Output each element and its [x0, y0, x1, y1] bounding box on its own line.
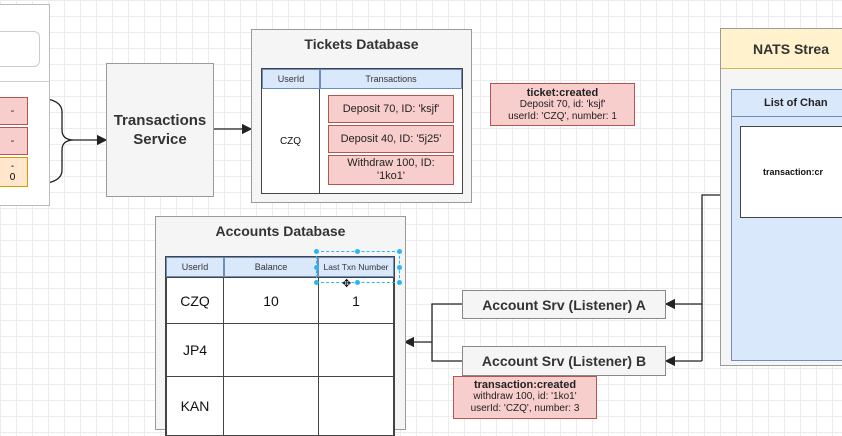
resize-handle[interactable] [355, 249, 360, 254]
accounts-database[interactable]: Accounts Database UserId Balance Last Tx… [155, 216, 406, 436]
accounts-db-title: Accounts Database [215, 223, 346, 239]
account-row-1-user: CZQ [166, 277, 224, 324]
nats-streaming-server[interactable]: NATS Strea List of Chan transaction:cr [720, 28, 842, 366]
resize-handle[interactable] [314, 265, 319, 270]
listener-a-label: Account Srv (Listener) A [482, 296, 646, 313]
ticket-event-line2: userId: 'CZQ', number: 1 [508, 111, 617, 122]
resize-handle[interactable] [314, 249, 319, 254]
resize-handle[interactable] [397, 265, 402, 270]
nats-header: NATS Strea [721, 29, 842, 69]
accounts-col-userid: UserId [166, 257, 224, 277]
account-row-3-last [318, 376, 394, 436]
selection-outline [316, 251, 400, 283]
txn-event-line2: userId: 'CZQ', number: 3 [470, 403, 580, 414]
ticket-transaction-1: Deposit 70, ID: 'ksjf' [328, 95, 454, 123]
channel-transaction-created[interactable]: transaction:cr [740, 126, 842, 218]
listener-b-box[interactable]: Account Srv (Listener) B [462, 346, 666, 376]
ticket-transaction-3: Withdraw 100, ID: '1ko1' [328, 155, 454, 185]
left-panel-input[interactable] [0, 31, 40, 67]
channel-list: List of Chan transaction:cr [731, 89, 842, 361]
account-row-2-balance [223, 323, 319, 377]
transaction-created-event: transaction:created withdraw 100, id: '1… [453, 376, 597, 419]
listeners-to-db-line [431, 303, 462, 362]
tickets-col-transactions: Transactions [320, 69, 462, 89]
tickets-db-table: UserId Transactions CZQ Deposit 70, ID: … [261, 68, 463, 194]
account-row-3-user: KAN [166, 376, 224, 436]
listener-a-box[interactable]: Account Srv (Listener) A [462, 290, 666, 319]
ticket-event-title: ticket:created [526, 87, 599, 99]
left-item-1-text: - [10, 104, 15, 117]
tickets-db-title: Tickets Database [304, 36, 419, 52]
resize-handle[interactable] [397, 280, 402, 285]
resize-handle[interactable] [314, 280, 319, 285]
accounts-col-balance: Balance [224, 257, 318, 277]
resize-handle[interactable] [397, 249, 402, 254]
ticket-created-event: ticket:created Deposit 70, id: 'ksjf' us… [490, 83, 635, 126]
ticket-transaction-2: Deposit 40, ID: '5j25' [328, 125, 454, 153]
left-item-2-text: - [10, 134, 15, 147]
resize-handle[interactable] [355, 280, 360, 285]
left-item-3: - 0 [0, 157, 28, 187]
account-row-1-balance: 10 [223, 277, 319, 324]
account-row-2-last [318, 323, 394, 377]
listener-b-label: Account Srv (Listener) B [481, 353, 647, 369]
account-row-3-balance [223, 376, 319, 436]
txn-event-line1: withdraw 100, id: '1ko1' [473, 391, 577, 402]
tickets-database[interactable]: Tickets Database UserId Transactions CZQ… [251, 29, 472, 203]
channel-list-title: List of Chan [732, 90, 842, 117]
left-item-3-text: - 0 [9, 161, 16, 183]
left-item-1: - [0, 97, 28, 125]
move-cursor-icon: ✥ [342, 278, 352, 290]
txn-event-title: transaction:created [473, 379, 577, 391]
transactions-service-box[interactable]: Transactions Service [106, 63, 214, 197]
accounts-db-table: UserId Balance Last Txn Number CZQ 10 1 … [165, 249, 402, 436]
nats-title: NATS Strea [753, 40, 829, 57]
channel-name: transaction:cr [763, 167, 824, 177]
accounts-col-last-txn: Last Txn Number [318, 257, 394, 277]
transactions-service-label: Transactions Service [113, 112, 207, 148]
left-panel: - - - 0 [0, 4, 50, 206]
left-item-2: - [0, 127, 28, 155]
account-row-2-user: JP4 [166, 323, 224, 377]
tickets-user-cell: CZQ [262, 89, 320, 193]
tickets-col-userid: UserId [262, 69, 320, 89]
ticket-event-line1: Deposit 70, id: 'ksjf' [519, 99, 606, 110]
left-panel-divider [0, 81, 50, 82]
